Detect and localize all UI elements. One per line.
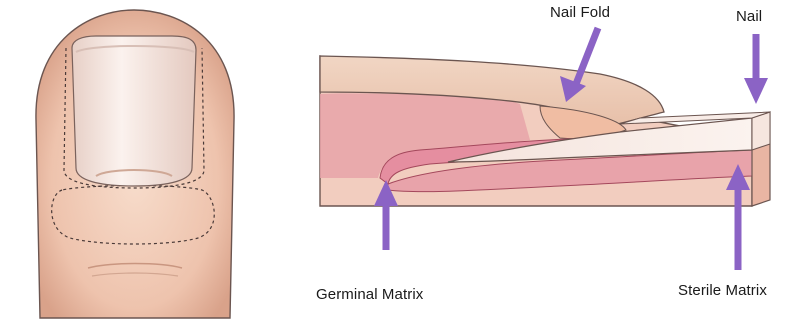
fingertip-illustration xyxy=(36,10,234,318)
sterile-matrix-label: Sterile Matrix xyxy=(678,282,767,299)
nail-label: Nail xyxy=(736,8,762,25)
nail-plate-front xyxy=(72,36,196,186)
nail-fold-label: Nail Fold xyxy=(550,4,610,21)
block-right-face-nail xyxy=(752,112,770,150)
nail-arrow xyxy=(744,34,768,104)
germinal-matrix-label: Germinal Matrix xyxy=(316,286,423,303)
